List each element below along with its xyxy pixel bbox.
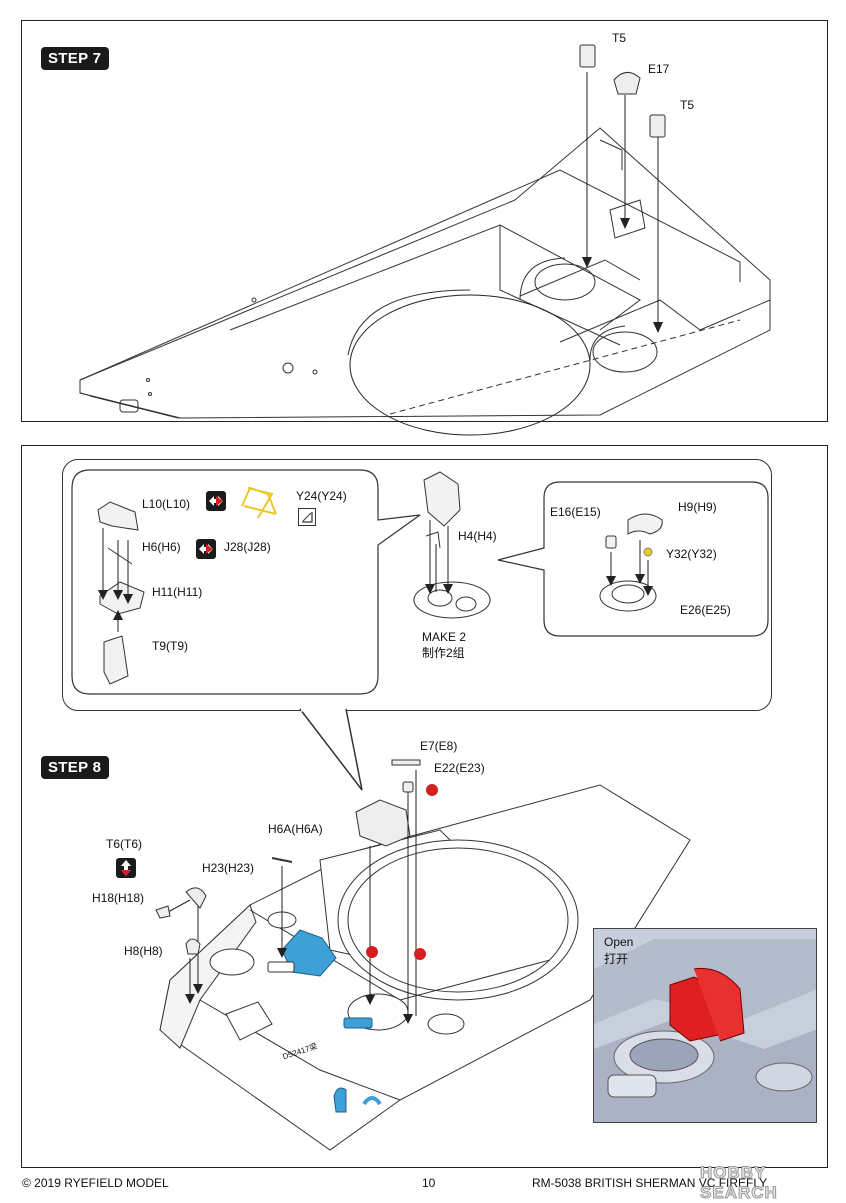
part-h23: H23(H23) [202, 861, 255, 875]
part-y24: Y24(Y24) [296, 489, 347, 503]
inset-label-open: Open [604, 935, 634, 949]
part-t6: T6(T6) [106, 837, 142, 851]
watermark: HOBBY SEARCH [700, 1163, 778, 1203]
make-2-label-cn: 制作2组 [422, 646, 465, 660]
step7-part-t5-top: T5 [612, 31, 627, 45]
part-l10: L10(L10) [142, 497, 191, 511]
rotate-symbol-icon-2 [196, 539, 216, 559]
part-e7: E7(E8) [420, 739, 458, 753]
part-e22: E22(E23) [434, 761, 485, 775]
part-y32: Y32(Y32) [666, 547, 717, 561]
footer-copyright: © 2019 RYEFIELD MODEL [22, 1176, 169, 1190]
step7-drawing [79, 44, 771, 436]
part-e16: E16(E15) [550, 505, 601, 519]
part-h18: H18(H18) [92, 891, 145, 905]
callout-pointer [71, 469, 769, 791]
part-j28: J28(J28) [224, 540, 271, 554]
open-hatch-inset: Open 打开 [593, 928, 817, 1123]
step8-badge: STEP 8 [41, 756, 110, 779]
photo-etch-icon [298, 508, 316, 526]
footer-page-number: 10 [422, 1176, 436, 1190]
footer-title: RM-5038 BRITISH SHERMAN VC FIREFLY [532, 1176, 768, 1190]
make-2-label: MAKE 2 [422, 630, 467, 644]
inset-label-open-cn: 打开 [604, 952, 629, 966]
part-h6: H6(H6) [142, 540, 181, 554]
part-h11: H11(H11) [152, 585, 203, 599]
part-h8: H8(H8) [124, 944, 163, 958]
part-h6a: H6A(H6A) [268, 822, 323, 836]
step7-badge: STEP 7 [41, 47, 110, 70]
part-h4: H4(H4) [458, 529, 497, 543]
part-e26: E26(E25) [680, 603, 731, 617]
rotate-symbol-icon [206, 491, 226, 511]
step7-part-t5-right: T5 [680, 98, 695, 112]
part-t9: T9(T9) [152, 639, 188, 653]
hatch-subassembly-drawing [97, 471, 663, 685]
step7-part-e17: E17 [648, 62, 670, 76]
part-h9: H9(H9) [678, 500, 717, 514]
flip-symbol-icon [116, 858, 136, 878]
